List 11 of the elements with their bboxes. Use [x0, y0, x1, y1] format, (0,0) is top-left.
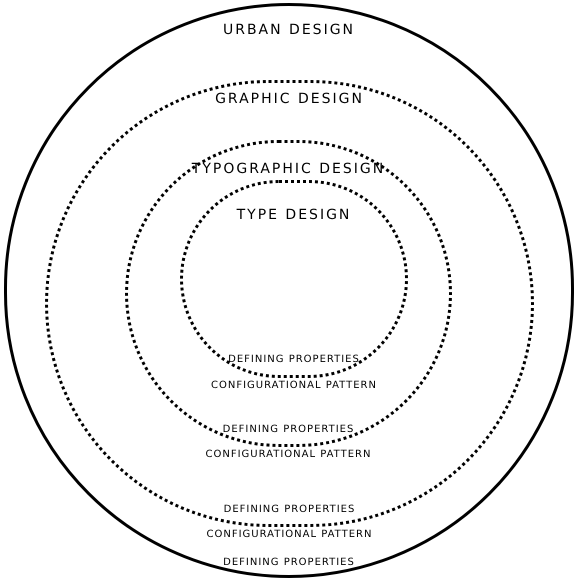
circle-heading: GRAPHIC DESIGN [215, 90, 364, 109]
circle-heading: URBAN DESIGN [222, 21, 356, 40]
bottom-label: DEFINING PROPERTIES [224, 504, 356, 516]
circle-heading: TYPE DESIGN [236, 206, 352, 225]
circle-heading: TYPOGRAPHIC DESIGN [192, 160, 386, 179]
pattern-label: CONFIGURATIONAL PATTERN [211, 380, 377, 392]
bottom-label: DEFINING PROPERTIES [222, 424, 354, 436]
pattern-label: CONFIGURATIONAL PATTERN [206, 449, 372, 461]
bottom-label: DEFINING PROPERTIES [223, 557, 355, 569]
pattern-label: CONFIGURATIONAL PATTERN [206, 529, 372, 541]
bottom-label: DEFINING PROPERTIES [228, 354, 360, 366]
